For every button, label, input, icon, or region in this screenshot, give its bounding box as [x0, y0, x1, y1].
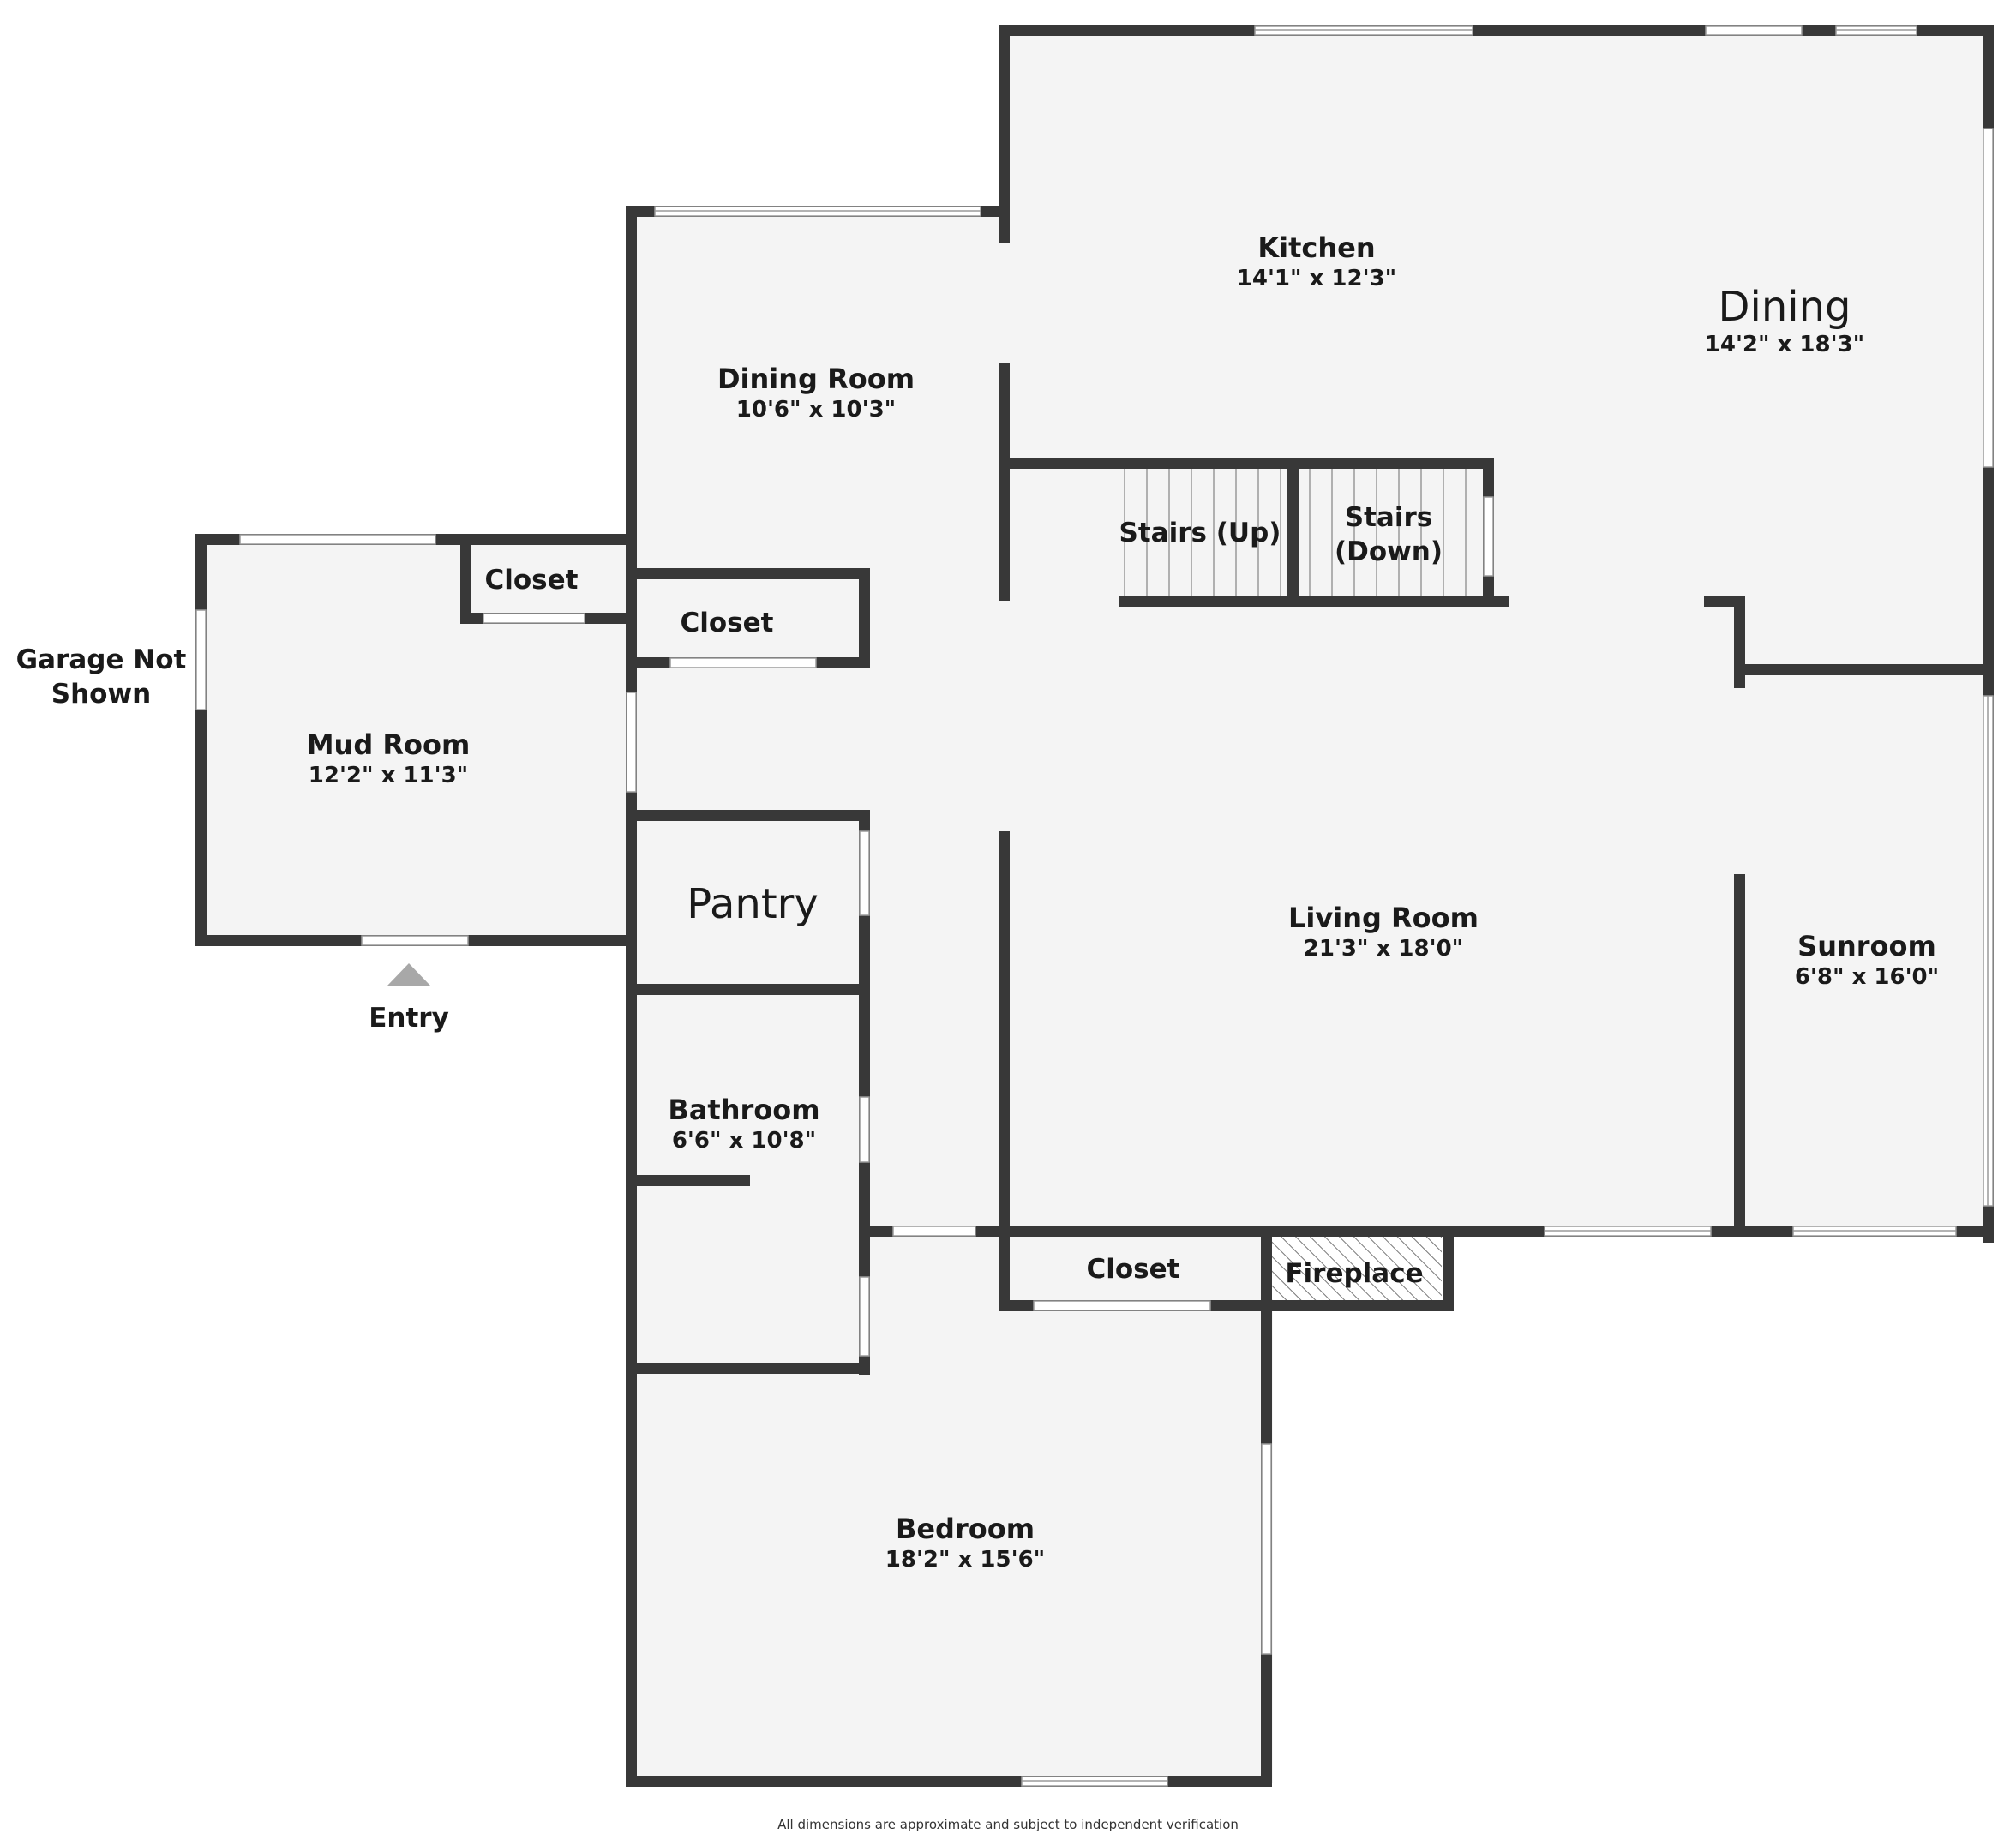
- door-pantry: [859, 830, 870, 916]
- door-mud-closet: [483, 613, 585, 624]
- room-mud-room: Mud Room 12'2" x 11'3": [307, 728, 471, 789]
- stairs-up-label: Stairs (Up): [1119, 518, 1281, 548]
- garage-note-line1: Garage Not: [15, 644, 187, 675]
- stairs-down-label-line2: (Down): [1334, 536, 1443, 567]
- door-hall-closet: [669, 657, 817, 668]
- entry-label: Entry: [369, 1003, 449, 1034]
- door-bedroom-closet: [1033, 1300, 1211, 1311]
- room-bathroom-name: Bathroom: [668, 1094, 820, 1126]
- room-living-room: Living Room 21'3" x 18'0": [1288, 901, 1479, 962]
- stairs-up: [1124, 469, 1287, 596]
- wall-sunroom-stub: [1704, 596, 1743, 607]
- room-bedroom: Bedroom 18'2" x 15'6": [885, 1512, 1045, 1573]
- wall-bath-bottom: [626, 1363, 870, 1374]
- disclaimer: All dimensions are approximate and subje…: [777, 1817, 1239, 1832]
- wall-kitchen-left-upper: [999, 25, 1010, 243]
- wall-sunroom-top: [1734, 664, 1994, 675]
- stairs-down: [1309, 469, 1467, 596]
- wall-bed-closet-right: [1261, 1226, 1272, 1311]
- fireplace-label: Fireplace: [1285, 1258, 1424, 1289]
- stairs-up-area: [1125, 469, 1287, 596]
- floor-areas: [201, 29, 1983, 1783]
- door-bath-lower: [859, 1276, 870, 1357]
- wall-pantry-top: [626, 810, 870, 821]
- door-bedroom: [892, 1226, 976, 1237]
- fireplace-hearth: [1272, 1237, 1442, 1309]
- wall-mud-closet-left: [460, 534, 471, 621]
- wall-hall-closet-right: [859, 568, 870, 668]
- closet-mud-label: Closet: [484, 565, 579, 596]
- room-dining-room: Dining Room 10'6" x 10'3": [717, 362, 915, 423]
- room-dining-room-dim: 10'6" x 10'3": [735, 397, 897, 423]
- floor-kitchen-dining-living: [1006, 29, 1983, 1235]
- door-entry: [361, 935, 469, 946]
- room-bedroom-name: Bedroom: [895, 1513, 1035, 1545]
- window-bedroom-right: [1261, 1443, 1272, 1655]
- wall-bath-stub: [626, 1175, 750, 1186]
- window-dining-top-a: [1705, 25, 1803, 36]
- entry-arrow-icon: [387, 963, 430, 986]
- wall-living-bottom: [999, 1226, 1994, 1237]
- wall-fireplace-right: [1443, 1226, 1454, 1311]
- room-bathroom: Bathroom 6'6" x 10'8": [668, 1093, 819, 1154]
- room-living-room-name: Living Room: [1288, 902, 1479, 934]
- closet-bedroom-label: Closet: [1086, 1254, 1180, 1285]
- floor-pantry-bath: [633, 815, 869, 1373]
- room-dining-name: Dining: [1718, 283, 1851, 331]
- window-stairs: [1483, 496, 1494, 577]
- wall-stairs-mid: [1287, 458, 1299, 603]
- room-mud-room-name: Mud Room: [306, 728, 471, 761]
- wall-stairs-top: [999, 458, 1494, 469]
- room-sunroom-dim: 6'8" x 16'0": [1794, 964, 1940, 990]
- wall-divider-upper: [999, 363, 1010, 601]
- garage-note-line2: Shown: [51, 679, 152, 710]
- window-mud-left: [195, 609, 207, 710]
- room-bathroom-dim: 6'6" x 10'8": [671, 1128, 817, 1154]
- pantry-label: Pantry: [687, 880, 819, 928]
- wall-pantry-bottom: [626, 984, 870, 995]
- stairs-down-label: Stairs (Down): [1335, 500, 1443, 569]
- floor-mud-room: [201, 542, 633, 942]
- stairs-down-label-line1: Stairs: [1344, 502, 1433, 533]
- closet-hall-label: Closet: [680, 608, 774, 638]
- room-kitchen-dim: 14'1" x 12'3": [1236, 266, 1397, 291]
- window-dining-right: [1983, 128, 1994, 468]
- window-mud-top: [239, 534, 436, 545]
- room-dining: Dining 14'2" x 18'3": [1705, 283, 1864, 358]
- room-dining-dim: 14'2" x 18'3": [1704, 332, 1865, 357]
- windows: [195, 25, 1994, 1787]
- wall-hall-closet-top: [626, 568, 870, 579]
- door-bathroom: [859, 1096, 870, 1163]
- room-sunroom-name: Sunroom: [1797, 930, 1936, 962]
- wall-divider-lower: [999, 831, 1010, 1311]
- floor-bedroom-closet: [1006, 1235, 1265, 1311]
- room-kitchen-name: Kitchen: [1257, 231, 1376, 264]
- door-mud-to-hall: [626, 692, 637, 793]
- room-bedroom-dim: 18'2" x 15'6": [885, 1547, 1046, 1573]
- room-kitchen: Kitchen 14'1" x 12'3": [1237, 231, 1396, 292]
- wall-bedroom-bottom: [626, 1776, 1272, 1787]
- room-dining-room-name: Dining Room: [717, 363, 915, 395]
- room-living-room-dim: 21'3" x 18'0": [1303, 936, 1464, 962]
- wall-mud-left: [195, 534, 207, 946]
- wall-stairs-bottom: [1119, 596, 1509, 607]
- garage-note: Garage Not Shown: [16, 643, 187, 711]
- room-mud-room-dim: 12'2" x 11'3": [308, 763, 469, 788]
- wall-sunroom-left: [1734, 874, 1745, 1234]
- wall-fireplace-top: [1267, 1226, 1454, 1237]
- room-sunroom: Sunroom 6'8" x 16'0": [1795, 929, 1939, 991]
- wall-fireplace-bottom: [1267, 1300, 1454, 1311]
